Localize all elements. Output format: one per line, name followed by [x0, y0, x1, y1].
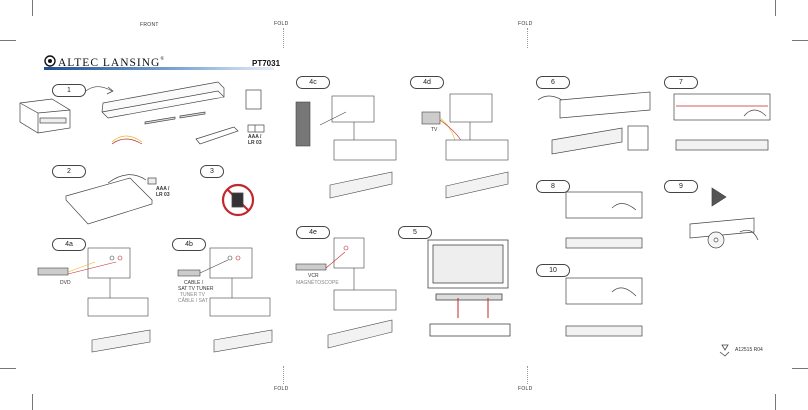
step10-illustration	[565, 277, 643, 337]
recycle-icon	[719, 344, 730, 357]
fold-line	[527, 366, 528, 384]
step-badge-4c: 4c	[296, 76, 330, 89]
brand-name: ALTEC LANSING®	[58, 57, 166, 69]
step4e-illustration	[295, 237, 397, 349]
cable-sat-label: CABLE /	[184, 280, 204, 286]
battery-label-2: AAA /	[156, 186, 170, 192]
fold-label-bottom-right: FOLD	[518, 386, 533, 392]
step-badge-10: 10	[536, 264, 570, 277]
step1-illustration	[19, 81, 265, 145]
step7-illustration	[673, 93, 771, 151]
fold-label-top-left: FOLD	[274, 21, 289, 27]
crop-mark	[775, 394, 776, 410]
battery-label-2b: LR 03	[156, 192, 170, 198]
battery-label-1b: LR 03	[248, 140, 262, 146]
step-badge-9: 9	[664, 180, 698, 193]
step-badge-1: 1	[52, 84, 86, 97]
step5-illustration	[427, 239, 511, 337]
fold-line	[283, 366, 284, 384]
step3-illustration	[221, 183, 255, 217]
step-badge-8: 8	[536, 180, 570, 193]
crop-mark	[0, 368, 16, 369]
step4c-illustration	[295, 95, 397, 199]
step-badge-2: 2	[52, 165, 86, 178]
step2-illustration	[65, 174, 157, 225]
crop-mark	[792, 368, 808, 369]
step6-illustration	[537, 91, 651, 155]
cable-sat-label-2: SAT TV TUNER	[178, 286, 214, 292]
crop-mark	[775, 0, 776, 16]
crop-mark	[0, 40, 16, 41]
fold-line	[527, 28, 528, 48]
document-code: A12515 R04	[735, 347, 763, 353]
step4d-illustration	[421, 93, 509, 199]
cable-sat-label-fr: TUNER TV	[180, 292, 205, 298]
fold-line	[283, 28, 284, 48]
step-badge-6: 6	[536, 76, 570, 89]
vcr-label: VCR	[308, 273, 319, 279]
step4b-illustration	[177, 247, 273, 353]
step-badge-4b: 4b	[172, 238, 206, 251]
step-badge-3: 3	[200, 165, 224, 178]
step-badge-4e: 4e	[296, 226, 330, 239]
step8-illustration	[565, 191, 643, 249]
step9-illustration	[689, 187, 759, 249]
crop-mark	[32, 394, 33, 410]
accent-bar	[44, 67, 274, 70]
cable-sat-label-fr-2: CÂBLE / SAT	[178, 298, 208, 304]
step-badge-7: 7	[664, 76, 698, 89]
step4a-illustration	[37, 247, 151, 353]
fold-label-bottom-left: FOLD	[274, 386, 289, 392]
altec-logo-icon	[44, 55, 56, 67]
step-badge-4d: 4d	[410, 76, 444, 89]
crop-mark	[32, 0, 33, 16]
tv-label: TV	[431, 127, 438, 133]
fold-label-top-right: FOLD	[518, 21, 533, 27]
dvd-label: DVD	[60, 280, 71, 286]
step-badge-5: 5	[398, 226, 432, 239]
crop-mark	[792, 40, 808, 41]
front-label: FRONT	[140, 22, 159, 28]
vcr-label-fr: MAGNÉTOSCOPE	[296, 280, 339, 286]
battery-label-1: AAA /	[248, 134, 262, 140]
step-badge-4a: 4a	[52, 238, 86, 251]
model-number: PT7031	[252, 59, 281, 68]
